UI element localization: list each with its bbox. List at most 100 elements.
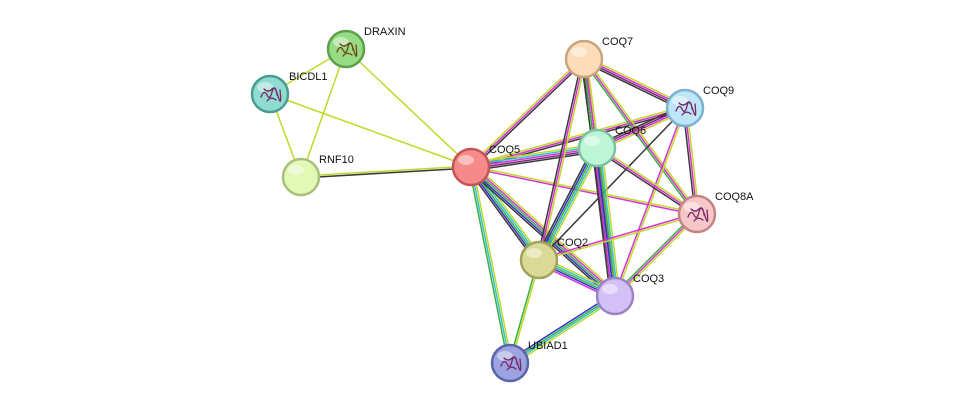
edge-line-magenta bbox=[470, 167, 698, 216]
edge-coq9-coq3 bbox=[613, 106, 687, 298]
node-highlight bbox=[458, 155, 474, 165]
edge-line-black bbox=[534, 145, 595, 260]
edge-line-green bbox=[538, 147, 598, 261]
node-highlight bbox=[333, 37, 349, 47]
edge-line-magenta bbox=[470, 147, 598, 168]
edge-coq6-coq3 bbox=[591, 146, 621, 298]
node-coq3[interactable]: COQ3 bbox=[595, 273, 664, 316]
edge-coq5-coq7 bbox=[468, 56, 587, 170]
edge-line-cyan bbox=[539, 148, 600, 262]
node-label: COQ7 bbox=[602, 36, 633, 48]
node-label: COQ5 bbox=[489, 144, 520, 156]
edge-coq6-coq8a bbox=[595, 145, 699, 217]
edge-line-black bbox=[538, 107, 686, 261]
edge-line-cyan bbox=[470, 166, 511, 364]
edge-line-yellowgreen bbox=[269, 93, 472, 168]
node-label: COQ3 bbox=[633, 273, 664, 285]
edge-line-yellowgreen bbox=[584, 57, 700, 214]
edge-bicdl1-coq5 bbox=[269, 93, 472, 168]
node-coq6[interactable]: COQ6 bbox=[577, 125, 646, 168]
node-highlight bbox=[497, 351, 513, 361]
node-highlight bbox=[672, 96, 688, 106]
edge-line-magenta bbox=[470, 58, 585, 168]
protein-structure-icon bbox=[500, 356, 522, 371]
edge-line-blue bbox=[507, 292, 615, 362]
edge-line-green bbox=[468, 166, 509, 365]
node-circle[interactable] bbox=[665, 88, 705, 128]
node-circle[interactable] bbox=[250, 74, 290, 114]
node-label: UBIAD1 bbox=[528, 340, 568, 352]
node-circle[interactable] bbox=[490, 343, 530, 383]
node-label: BICDL1 bbox=[289, 71, 328, 83]
edge-line-green bbox=[597, 147, 617, 297]
node-coq8a[interactable]: COQ8A bbox=[677, 191, 754, 234]
edge-line-blue bbox=[468, 167, 539, 262]
edge-line-yellowgreen bbox=[540, 58, 587, 262]
edge-line-yellowgreen bbox=[615, 107, 687, 298]
edge-coq8a-coq3 bbox=[612, 211, 700, 299]
edge-line-yellowgreen bbox=[600, 146, 621, 297]
edge-line-yellowgreen bbox=[510, 297, 618, 367]
node-highlight bbox=[684, 202, 700, 212]
edge-line-black bbox=[470, 151, 599, 172]
node-label: COQ8A bbox=[715, 191, 754, 203]
node-coq5[interactable]: COQ5 bbox=[451, 144, 520, 187]
protein-structure-icon bbox=[260, 87, 282, 102]
edge-coq7-coq2 bbox=[536, 57, 587, 262]
edge-line-yellowgreen bbox=[597, 145, 699, 214]
node-bicdl1[interactable]: BICDL1 bbox=[250, 71, 328, 114]
node-coq2[interactable]: COQ2 bbox=[519, 237, 588, 280]
edge-line-magenta bbox=[538, 58, 585, 261]
edge-line-green bbox=[612, 211, 697, 296]
edge-line-green bbox=[581, 59, 697, 216]
node-circle[interactable] bbox=[451, 147, 491, 187]
node-rnf10[interactable]: RNF10 bbox=[281, 154, 354, 197]
node-highlight bbox=[571, 47, 587, 57]
node-coq9[interactable]: COQ9 bbox=[665, 85, 734, 128]
node-highlight bbox=[257, 82, 273, 92]
node-circle[interactable] bbox=[577, 128, 617, 168]
edge-coq5-coq6 bbox=[469, 143, 599, 172]
edges-layer bbox=[269, 48, 700, 367]
node-highlight bbox=[602, 284, 618, 294]
node-circle[interactable] bbox=[519, 240, 559, 280]
node-coq7[interactable]: COQ7 bbox=[564, 36, 633, 79]
node-label: COQ2 bbox=[557, 237, 588, 249]
edge-line-magenta bbox=[613, 106, 685, 297]
edge-line-yellowgreen bbox=[300, 165, 472, 177]
node-circle[interactable] bbox=[326, 29, 366, 69]
edge-line-black bbox=[300, 167, 472, 179]
edge-coq5-ubiad1 bbox=[468, 165, 513, 365]
edge-line-black bbox=[595, 148, 697, 217]
node-circle[interactable] bbox=[595, 276, 635, 316]
protein-structure-icon bbox=[675, 101, 697, 116]
edge-line-yellowgreen bbox=[470, 165, 698, 214]
edge-line-yellowgreen bbox=[469, 105, 686, 166]
edge-line-magenta bbox=[593, 147, 613, 298]
node-circle[interactable] bbox=[677, 194, 717, 234]
edge-line-black bbox=[591, 147, 612, 298]
edge-coq7-coq8a bbox=[581, 57, 700, 216]
node-ubiad1[interactable]: UBIAD1 bbox=[490, 340, 568, 383]
node-label: COQ9 bbox=[703, 85, 734, 97]
node-draxin[interactable]: DRAXIN bbox=[326, 26, 406, 69]
edge-line-cyan bbox=[509, 296, 617, 365]
edge-line-black bbox=[471, 59, 587, 170]
edge-coq6-coq2 bbox=[534, 145, 602, 263]
edge-line-magenta bbox=[537, 212, 698, 260]
edge-line-yellowgreen bbox=[469, 143, 598, 164]
edge-line-magenta bbox=[596, 147, 698, 215]
node-circle[interactable] bbox=[564, 39, 604, 79]
edge-line-yellowgreen bbox=[345, 48, 472, 168]
node-circle[interactable] bbox=[281, 157, 321, 197]
edge-line-blue bbox=[468, 167, 615, 299]
edge-line-yellowgreen bbox=[541, 148, 602, 263]
edge-rnf10-coq5 bbox=[300, 165, 472, 179]
node-label: COQ6 bbox=[615, 125, 646, 137]
edge-coq3-ubiad1 bbox=[507, 292, 618, 367]
node-highlight bbox=[288, 165, 304, 175]
node-highlight bbox=[584, 136, 600, 146]
edge-draxin-coq5 bbox=[345, 48, 472, 168]
